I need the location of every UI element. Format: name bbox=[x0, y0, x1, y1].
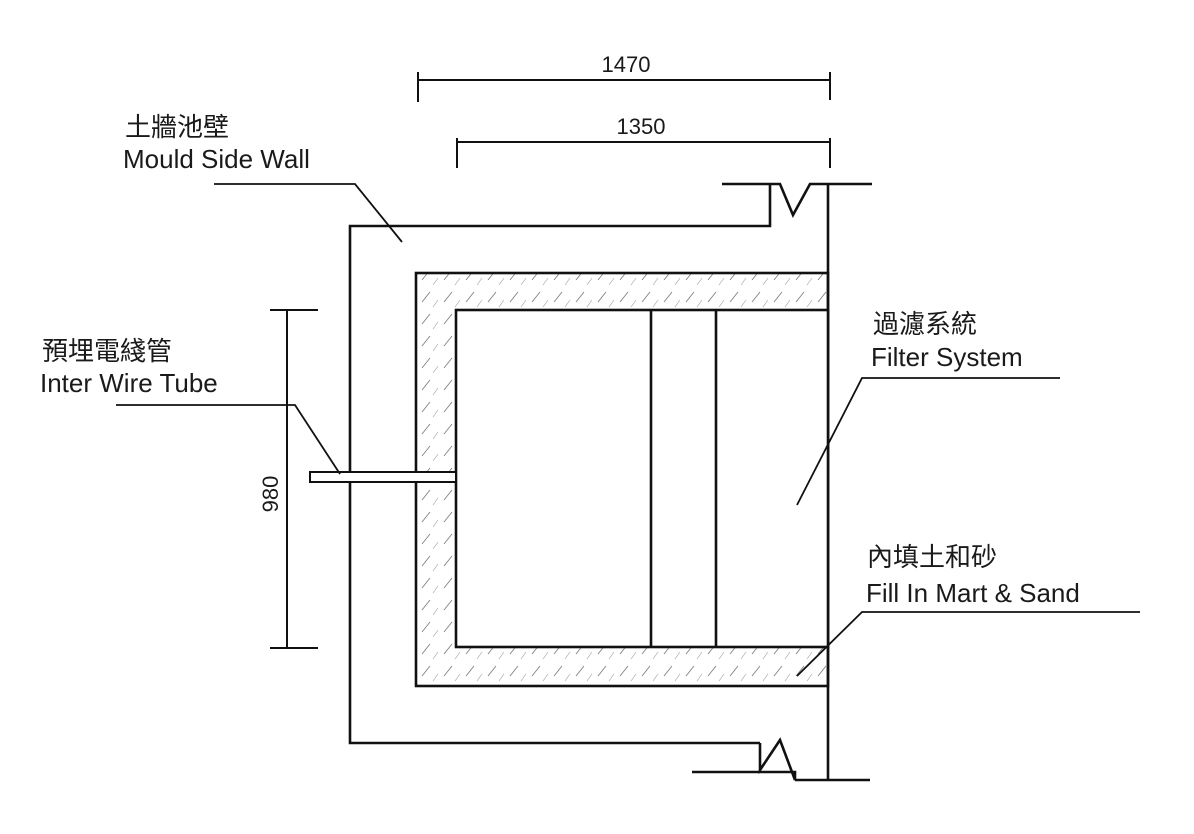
inter-wire-tube-label-zh: 預埋電綫管 bbox=[42, 336, 172, 366]
fill-in-label-zh: 內填土和砂 bbox=[867, 542, 997, 572]
filter-system-label-en: Filter System bbox=[871, 342, 1023, 372]
dimension-1350 bbox=[456, 138, 831, 168]
dimension-980 bbox=[270, 309, 318, 649]
inter-wire-tube-label-en: Inter Wire Tube bbox=[40, 368, 218, 398]
filter-system-label-zh: 過濾系統 bbox=[873, 309, 977, 339]
leader-lines bbox=[116, 183, 1140, 677]
filter-system-box bbox=[454, 308, 830, 649]
fill-in-label-en: Fill In Mart & Sand bbox=[866, 578, 1080, 608]
mould-side-wall-label-zh: 土牆池壁 bbox=[125, 112, 229, 142]
dimension-980-label: 980 bbox=[258, 476, 283, 513]
wire-tube bbox=[309, 471, 457, 483]
dimension-1350-label: 1350 bbox=[617, 114, 666, 139]
dimension-1470 bbox=[417, 72, 831, 102]
mould-side-wall-label-en: Mould Side Wall bbox=[123, 144, 310, 174]
dimension-1470-label: 1470 bbox=[602, 52, 651, 77]
